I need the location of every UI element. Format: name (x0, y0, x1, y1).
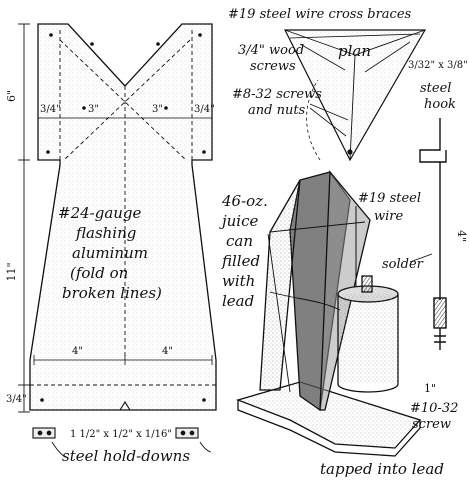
label-holddown-size: 1 1/2" x 1/2" x 1/16" (70, 429, 172, 440)
base-width-dimension (33, 355, 213, 365)
label-hook-size: 3/32" x 3/8" (408, 60, 468, 71)
label-wood-screws-2: screws (250, 59, 296, 74)
label-flashing-4: (fold on (70, 264, 128, 282)
label-flashing-2: flashing (75, 224, 136, 242)
label-wood-screws-1: 3/4" wood (238, 43, 304, 58)
label-screws-nuts-1: #8-32 screws (232, 87, 322, 102)
label-juice-1: 46-oz. (221, 192, 268, 210)
label-screw-2: #10-32 (410, 401, 458, 416)
label-screw-4: tapped into lead (320, 460, 444, 478)
dim-width-right: 3" (152, 104, 163, 115)
label-juice-3: can (226, 232, 253, 250)
dim-width-left-edge: 3/4" (40, 104, 61, 115)
label-juice-5: with (222, 272, 255, 290)
label-juice-4: filled (221, 252, 260, 270)
label-flashing-5: broken lines) (62, 284, 162, 302)
plan-view (284, 29, 427, 162)
flat-template (29, 23, 217, 411)
dim-width-right-edge: 3/4" (194, 104, 215, 115)
label-plan: plan (338, 42, 371, 60)
label-juice-6: lead (222, 292, 254, 310)
vertical-dimension (18, 23, 30, 413)
dim-height-main: 11" (5, 262, 18, 281)
label-screw-1: 1" (424, 382, 436, 395)
dim-hook-length: 4" (455, 230, 468, 242)
label-steel-wire-2: wire (374, 209, 403, 224)
label-steel-hook-1: steel (420, 81, 451, 96)
label-flashing-3: aluminum (72, 244, 148, 262)
template-outline (29, 23, 217, 411)
hold-downs (32, 427, 199, 439)
dim-height-top: 6" (5, 90, 18, 102)
label-steel-hook-2: hook (424, 97, 456, 112)
fold-lines (29, 30, 216, 386)
label-screws-nuts-2: and nuts (248, 103, 306, 118)
dim-width-left: 3" (88, 104, 99, 115)
label-flashing-1: #24-gauge (58, 204, 142, 222)
label-wire-cross-braces: #19 steel wire cross braces (228, 7, 412, 22)
label-juice-2: juice (219, 212, 259, 230)
label-holddowns: steel hold-downs (62, 447, 190, 465)
assembled-pendulum (235, 170, 422, 457)
dim-width-base-left: 4" (72, 346, 83, 357)
dim-height-bottom: 3/4" (6, 394, 27, 405)
steel-hook (419, 118, 447, 350)
holes (40, 33, 206, 402)
label-steel-wire-1: #19 steel (358, 191, 421, 206)
label-screw-3: screw (412, 417, 451, 432)
dim-width-base-right: 4" (162, 346, 173, 357)
